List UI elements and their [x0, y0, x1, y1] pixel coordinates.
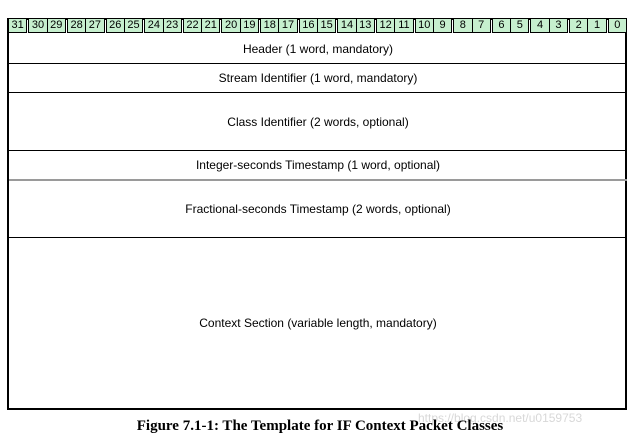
- bit-cell: 12: [375, 18, 396, 33]
- bit-cell: 30: [28, 18, 48, 33]
- divider: [9, 92, 627, 93]
- divider: [9, 237, 627, 238]
- bit-cell: 5: [511, 18, 530, 33]
- bit-cell: 9: [433, 18, 453, 33]
- bit-cell: 21: [202, 18, 221, 33]
- bit-cell: 11: [395, 18, 414, 33]
- divider: [9, 150, 627, 151]
- field-fractional-seconds-timestamp: Fractional-seconds Timestamp (2 words, o…: [185, 202, 451, 216]
- bit-cell: 0: [607, 18, 627, 33]
- bit-cell: 7: [472, 18, 491, 33]
- field-context-section: Context Section (variable length, mandat…: [199, 316, 437, 330]
- divider: [9, 179, 627, 181]
- bit-cell: 13: [356, 18, 375, 33]
- bit-cell: 1: [588, 18, 607, 33]
- bit-cell: 24: [144, 18, 164, 33]
- watermark: https://blog.csdn.net/u0159753: [418, 411, 583, 425]
- bit-cell: 31: [8, 18, 28, 33]
- bit-cell: 2: [569, 18, 589, 33]
- bit-cell: 20: [221, 18, 241, 33]
- field-integer-seconds-timestamp: Integer-seconds Timestamp (1 word, optio…: [195, 158, 441, 172]
- bit-cell: 8: [453, 18, 473, 33]
- bit-cell: 28: [66, 18, 87, 33]
- bit-cell: 15: [318, 18, 337, 33]
- bit-cell: 18: [260, 18, 280, 33]
- field-class-identifier: Class Identifier (2 words, optional): [227, 114, 409, 129]
- bit-cell: 17: [279, 18, 298, 33]
- field-stream-identifier: Stream Identifier (1 word, mandatory): [218, 71, 418, 85]
- bit-cell: 14: [337, 18, 357, 33]
- bit-cell: 23: [163, 18, 182, 33]
- field-header: Header (1 word, mandatory): [242, 41, 394, 56]
- bit-cell: 19: [240, 18, 260, 33]
- bit-cell: 3: [549, 18, 569, 33]
- figure-caption: Figure 7.1-1: The Template for IF Contex…: [136, 418, 504, 434]
- bit-cell: 16: [298, 18, 318, 33]
- bit-cell: 22: [182, 18, 203, 33]
- bit-cell: 4: [530, 18, 550, 33]
- bit-cell: 25: [124, 18, 144, 33]
- bit-cell: 29: [47, 18, 66, 33]
- bit-cell: 27: [86, 18, 105, 33]
- bit-cell: 26: [105, 18, 125, 33]
- bit-cell: 6: [491, 18, 512, 33]
- bit-cell: 10: [414, 18, 434, 33]
- divider: [9, 63, 627, 64]
